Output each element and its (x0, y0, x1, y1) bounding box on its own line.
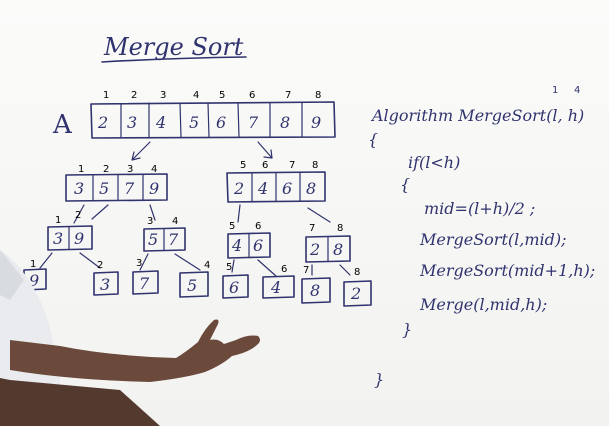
code-close-brace: } (374, 370, 384, 389)
l1l-idx-1: 1 (78, 164, 84, 175)
leaf-idx-2: 2 (97, 260, 103, 271)
level2-box-1: 1 2 3 9 (47, 210, 93, 251)
l2b1-idx-1: 1 (55, 215, 61, 226)
leaf-4: 5 (187, 276, 197, 295)
leaf-3: 7 (139, 274, 150, 293)
leaf-6: 4 (270, 278, 281, 297)
code-line-4: Merge(l,mid,h); (419, 295, 547, 314)
index-2: 2 (131, 90, 137, 101)
leaf-2: 3 (100, 275, 110, 294)
l1l-idx-2: 2 (103, 164, 109, 175)
l2b3-idx-2: 6 (255, 221, 261, 232)
l1l-cell-3: 7 (124, 179, 135, 198)
index-3: 3 (160, 90, 166, 101)
leaf-idx-3: 3 (136, 258, 142, 269)
code-open-brace: { (368, 130, 378, 149)
l1r-idx-3: 7 (289, 160, 295, 171)
index-6: 6 (249, 90, 255, 101)
level1-left: 1 2 3 4 3 5 7 9 (65, 164, 168, 202)
index-5: 5 (219, 90, 225, 101)
l1r-cell-1: 2 (233, 179, 244, 198)
header-l-index: 1 (552, 85, 558, 96)
code-line-2: MergeSort(l,mid); (419, 230, 567, 249)
l1l-idx-4: 4 (151, 164, 157, 175)
leaf-8: 2 (350, 284, 361, 303)
cell-7: 8 (280, 113, 290, 132)
l2b4-cell-2: 8 (333, 240, 343, 259)
leaf-idx-1: 1 (30, 259, 36, 270)
l1l-cell-1: 3 (74, 179, 84, 198)
l2b4-cell-1: 2 (309, 240, 320, 259)
l2b3-cell-2: 6 (253, 236, 263, 255)
index-8: 8 (315, 90, 321, 101)
l2b3-idx-1: 5 (229, 221, 235, 232)
array-dividers (120, 102, 303, 138)
index-4: 4 (193, 90, 199, 101)
l1l-cell-4: 9 (149, 179, 159, 198)
title: Merge Sort (103, 33, 244, 61)
arrow-down-left (131, 141, 151, 161)
code-line-1: mid=(l+h)/2 ; (424, 199, 535, 218)
l2b1-idx-2: 2 (75, 210, 81, 221)
l1r-idx-2: 6 (262, 160, 268, 171)
l1r-cell-4: 8 (306, 179, 316, 198)
array-label: A (52, 110, 73, 140)
leaf-idx-5: 5 (226, 262, 232, 273)
l2b3-cell-1: 4 (231, 236, 242, 255)
arrow-down-right (257, 141, 273, 159)
l2b2-cell-1: 5 (148, 230, 158, 249)
level2-box-3: 5 6 4 6 (227, 221, 271, 259)
l2b2-idx-1: 3 (147, 216, 153, 227)
cell-4: 5 (189, 113, 199, 132)
level2-box-4: 7 8 2 8 (305, 223, 351, 263)
l2b1-cell-2: 9 (74, 229, 84, 248)
cell-5: 6 (216, 113, 226, 132)
arrows-level2 (73, 204, 331, 224)
leaf-idx-4: 4 (204, 260, 210, 271)
leaf-idx-7: 7 (303, 265, 309, 276)
cell-1: 2 (97, 113, 108, 132)
code-if-brace: { (400, 175, 410, 194)
leaf-idx-8: 8 (354, 267, 360, 278)
header-h-index: 4 (574, 85, 580, 96)
l1l-cell-2: 5 (99, 179, 109, 198)
l2b4-idx-1: 7 (309, 223, 315, 234)
l1r-idx-1: 5 (240, 160, 246, 171)
l2b1-cell-1: 3 (53, 229, 63, 248)
l1l-idx-3: 3 (127, 164, 133, 175)
leaf-5: 6 (229, 278, 239, 297)
title-underline (101, 56, 247, 63)
l2b2-cell-2: 7 (168, 230, 179, 249)
code-line-3: MergeSort(mid+1,h); (419, 261, 595, 280)
level3-leaves: 1 9 2 3 3 7 4 5 5 6 6 4 7 8 8 2 (23, 258, 372, 307)
leaf-1: 9 (29, 271, 39, 290)
array-outline (90, 101, 336, 139)
l1r-cell-3: 6 (282, 179, 292, 198)
code-if-line: if(l<h) (408, 153, 460, 172)
index-1: 1 (103, 90, 109, 101)
index-7: 7 (285, 90, 291, 101)
l2b4-idx-2: 8 (337, 223, 343, 234)
l1r-cell-2: 4 (257, 179, 268, 198)
level1-right: 5 6 7 8 2 4 6 8 (226, 160, 326, 203)
pseudocode: 1 4 Algorithm MergeSort(l, h) { if(l<h) … (368, 85, 595, 389)
leaf-7: 8 (310, 281, 320, 300)
main-array: 2 3 4 5 6 7 8 9 (90, 101, 336, 139)
l1r-idx-4: 8 (312, 160, 318, 171)
l2b2-idx-2: 4 (172, 216, 178, 227)
cell-3: 4 (155, 113, 166, 132)
cell-6: 7 (248, 113, 259, 132)
index-row: 1 2 3 4 5 6 7 8 (103, 90, 321, 101)
leaf-idx-6: 6 (281, 264, 287, 275)
cell-8: 9 (311, 113, 321, 132)
cell-2: 3 (127, 113, 137, 132)
level2-box-2: 3 4 5 7 (143, 216, 186, 252)
code-header: Algorithm MergeSort(l, h) (370, 106, 584, 125)
code-if-close: } (402, 320, 412, 339)
